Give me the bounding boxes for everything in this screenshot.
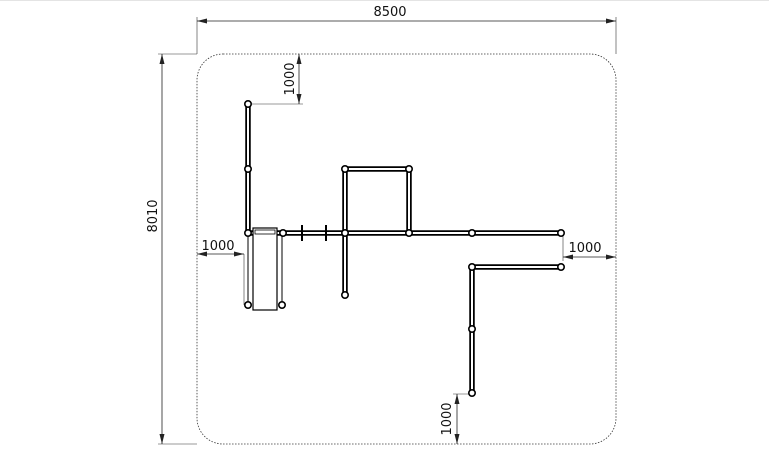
equipment-frame	[245, 101, 564, 396]
dimension-right-offset-label: 1000	[568, 241, 601, 256]
dimension-width-label: 8500	[373, 5, 406, 20]
post-joints	[244, 100, 565, 397]
dimension-height-label: 8010	[146, 199, 161, 232]
dimension-bottom-offset-label: 1000	[440, 402, 455, 435]
pipe-upper-frame	[342, 166, 412, 236]
bench-panel	[247, 227, 283, 311]
dimension-top-offset-label: 1000	[283, 62, 298, 95]
pipe-lower-l-section	[469, 264, 564, 396]
dimension-right-offset: 1000	[562, 233, 616, 261]
safety-zone-boundary	[196, 53, 617, 445]
crossbar-markers	[301, 225, 327, 241]
dimension-overall-width: 8500	[196, 5, 617, 54]
dimension-overall-height: 8010	[146, 53, 197, 445]
dimension-bottom-offset: 1000	[440, 393, 472, 444]
dimension-top-offset: 1000	[248, 54, 303, 105]
dimension-left-offset: 1000	[197, 239, 245, 305]
dimension-left-offset-label: 1000	[201, 239, 234, 254]
